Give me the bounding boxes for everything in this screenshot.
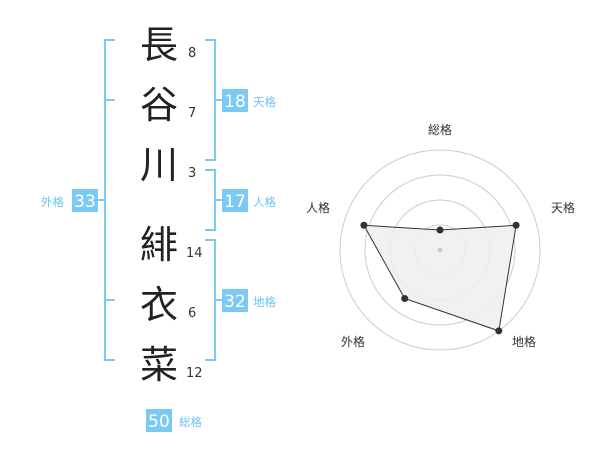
tenkaku-label: 天格 <box>253 95 276 109</box>
bracket-jinkaku <box>205 169 222 231</box>
soukaku-label: 総格 <box>179 415 202 429</box>
stroke-count-4: 14 <box>186 246 203 261</box>
radar-point-2 <box>512 221 520 229</box>
radar-point-1 <box>436 226 444 234</box>
gaikaku-badge <box>72 189 98 212</box>
bracket-gaikaku <box>98 39 115 361</box>
soukaku-value: 50 <box>148 412 170 432</box>
radar-point-4 <box>401 295 409 303</box>
radar-chart: 総格 天格 地格 外格 人格 <box>306 122 575 351</box>
radar-polygon <box>363 224 517 332</box>
gaikaku-value: 33 <box>74 192 96 212</box>
name-char-2: 谷 <box>140 83 178 127</box>
radar-ring-4 <box>339 149 541 351</box>
stroke-count-2: 7 <box>188 106 196 121</box>
tenkaku-value: 18 <box>224 92 246 112</box>
tenkaku-badge <box>222 89 248 112</box>
stroke-count-3: 3 <box>188 166 196 181</box>
name-char-6: 菜 <box>140 343 178 387</box>
stroke-count-5: 6 <box>188 306 196 321</box>
name-char-4: 緋 <box>140 223 178 267</box>
bracket-chikaku <box>205 239 222 361</box>
jinkaku-value: 17 <box>224 192 246 212</box>
stroke-count-6: 12 <box>186 366 203 381</box>
chikaku-label: 地格 <box>253 295 276 309</box>
name-char-3: 川 <box>140 143 178 187</box>
name-char-5: 衣 <box>140 283 178 327</box>
chikaku-value: 32 <box>224 292 246 312</box>
soukaku-badge <box>146 409 172 432</box>
radar-axis-label-chikaku: 地格 <box>512 334 536 349</box>
radar-axis-label-tenkaku: 天格 <box>551 200 575 215</box>
radar-point-5 <box>360 221 368 229</box>
radar-ring-3 <box>364 174 516 326</box>
stroke-count-1: 8 <box>188 46 196 61</box>
radar-axis-label-jinkaku: 人格 <box>306 200 330 215</box>
chikaku-badge <box>222 289 248 312</box>
jinkaku-label: 人格 <box>253 195 276 209</box>
jinkaku-badge <box>222 189 248 212</box>
radar-point-3 <box>495 327 503 335</box>
radar-axis-label-gaikaku: 外格 <box>341 334 365 349</box>
radar-points <box>360 221 520 335</box>
radar-center-dot <box>437 247 443 253</box>
radar-axis-label-soukaku: 総格 <box>428 122 452 137</box>
gaikaku-label: 外格 <box>41 195 64 209</box>
bracket-tenkaku <box>205 39 222 161</box>
name-char-1: 長 <box>140 23 178 67</box>
